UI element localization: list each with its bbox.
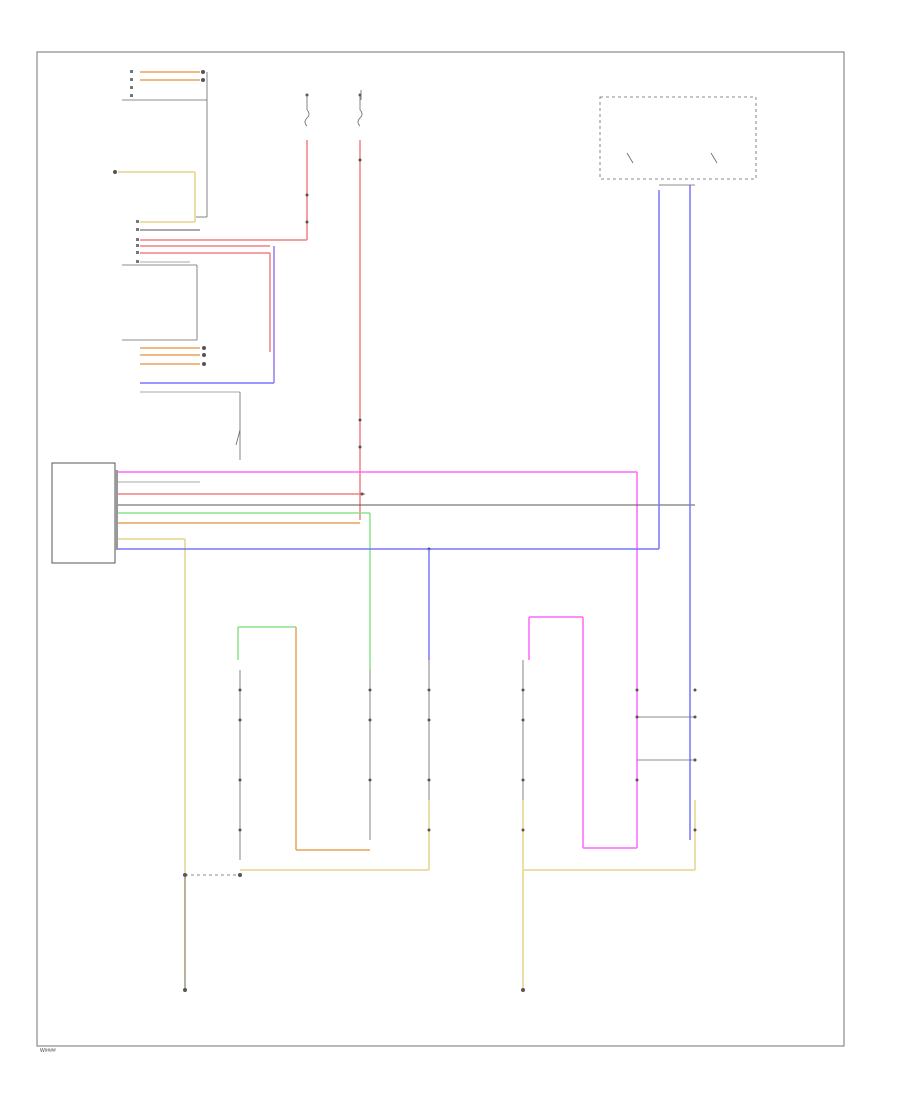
switch-top-left bbox=[113, 170, 196, 222]
main-harness bbox=[118, 190, 695, 990]
top-left-module bbox=[122, 70, 208, 218]
bottom-right-components bbox=[521, 616, 697, 992]
page-code: W#### bbox=[40, 1048, 56, 1054]
bottom-left-components bbox=[183, 549, 431, 992]
left-control-module bbox=[51, 462, 118, 564]
top-center-fuses bbox=[304, 90, 363, 520]
connector-c1 bbox=[136, 220, 307, 383]
middle-left-module bbox=[122, 264, 274, 460]
top-right-module bbox=[599, 96, 757, 840]
diagram-frame bbox=[36, 51, 845, 1047]
